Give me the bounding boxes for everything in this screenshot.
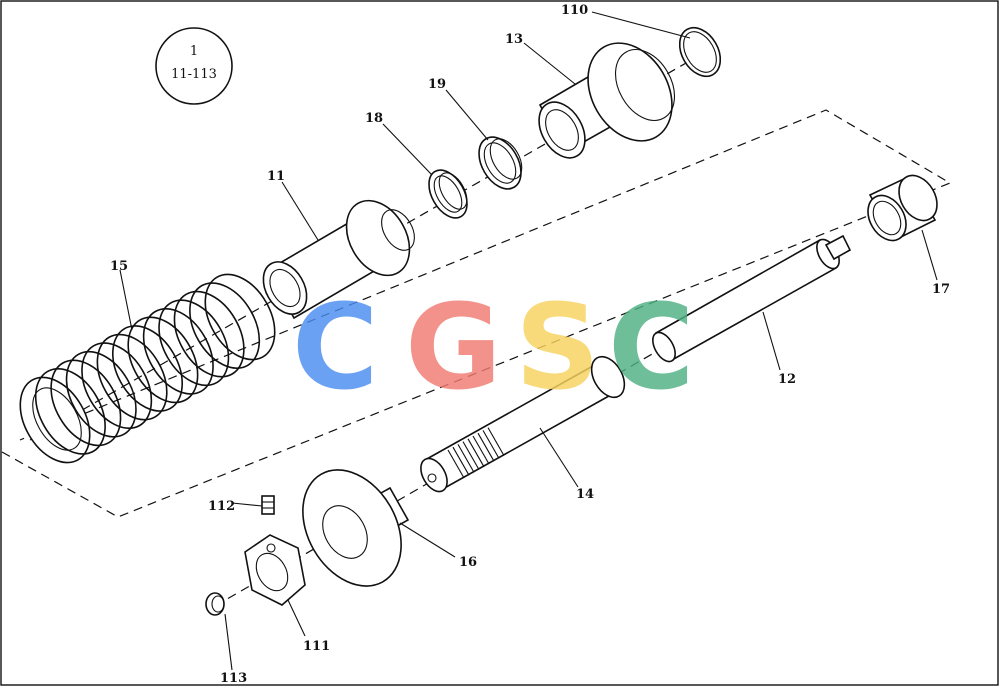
spring-coil [204, 273, 276, 361]
label-112: 112 [208, 499, 235, 514]
label-12: 12 [778, 372, 796, 387]
spring-coil [173, 290, 245, 378]
part-110-o-ring [678, 26, 722, 78]
label-19: 19 [428, 77, 446, 92]
part-14-threaded-shaft [420, 355, 626, 493]
part-16-flange-washer [302, 469, 410, 587]
thread-line [482, 430, 500, 459]
spring-coil [142, 307, 214, 395]
spring-coil [50, 359, 122, 447]
part-18-ring [428, 169, 468, 219]
thread-line [477, 432, 495, 462]
label-15: 15 [110, 259, 128, 274]
reference-range: 11-113 [171, 67, 217, 82]
assembly-boundary [1, 109, 952, 518]
label-113: 113 [220, 671, 247, 686]
part-labels: 110 13 19 18 11 15 17 12 14 16 112 111 1… [110, 3, 950, 686]
reference-number: 1 [190, 44, 198, 59]
thread-line [457, 444, 475, 473]
thread-line [447, 449, 465, 479]
label-17: 17 [932, 282, 950, 297]
spring-coil [158, 299, 230, 387]
thread-line [462, 441, 480, 470]
part-13-flanged-bushing [538, 42, 676, 159]
spring-coil [34, 368, 106, 455]
watermark-letter-4: C [608, 278, 695, 416]
label-110: 110 [561, 3, 588, 18]
part-112-grease-nipple [261, 495, 275, 515]
part-11-spring-seat [262, 199, 415, 320]
label-16: 16 [459, 555, 477, 570]
part-19-ring [478, 136, 523, 190]
thread-line [467, 438, 485, 468]
part-15-coil-spring [19, 273, 276, 464]
watermark-letter-3: S [515, 278, 600, 416]
part-111-hex-nut [244, 534, 306, 606]
spring-coil [19, 376, 91, 464]
label-11: 11 [267, 169, 285, 184]
leader-lines [119, 11, 938, 671]
label-13: 13 [505, 32, 523, 47]
thread-line [472, 435, 490, 465]
label-14: 14 [576, 487, 594, 502]
part-113-cap [205, 592, 225, 616]
watermark: C G S C [292, 278, 695, 416]
spring-coil [81, 342, 153, 430]
spring-coil [127, 316, 199, 404]
label-111: 111 [303, 639, 330, 654]
watermark-letter-1: C [292, 278, 379, 416]
spring-coil [112, 325, 183, 412]
upper-axis [29, 54, 701, 441]
thread-line [487, 427, 505, 456]
spring-coil [65, 350, 137, 438]
part-17-bushing [867, 174, 938, 242]
watermark-letter-2: G [405, 278, 502, 416]
thread-line [452, 446, 470, 476]
part-12-rod [652, 234, 852, 363]
label-18: 18 [365, 111, 383, 126]
spring-coil [96, 333, 168, 421]
reference-circle: 1 11-113 [155, 27, 233, 105]
spring-coil [189, 282, 261, 369]
